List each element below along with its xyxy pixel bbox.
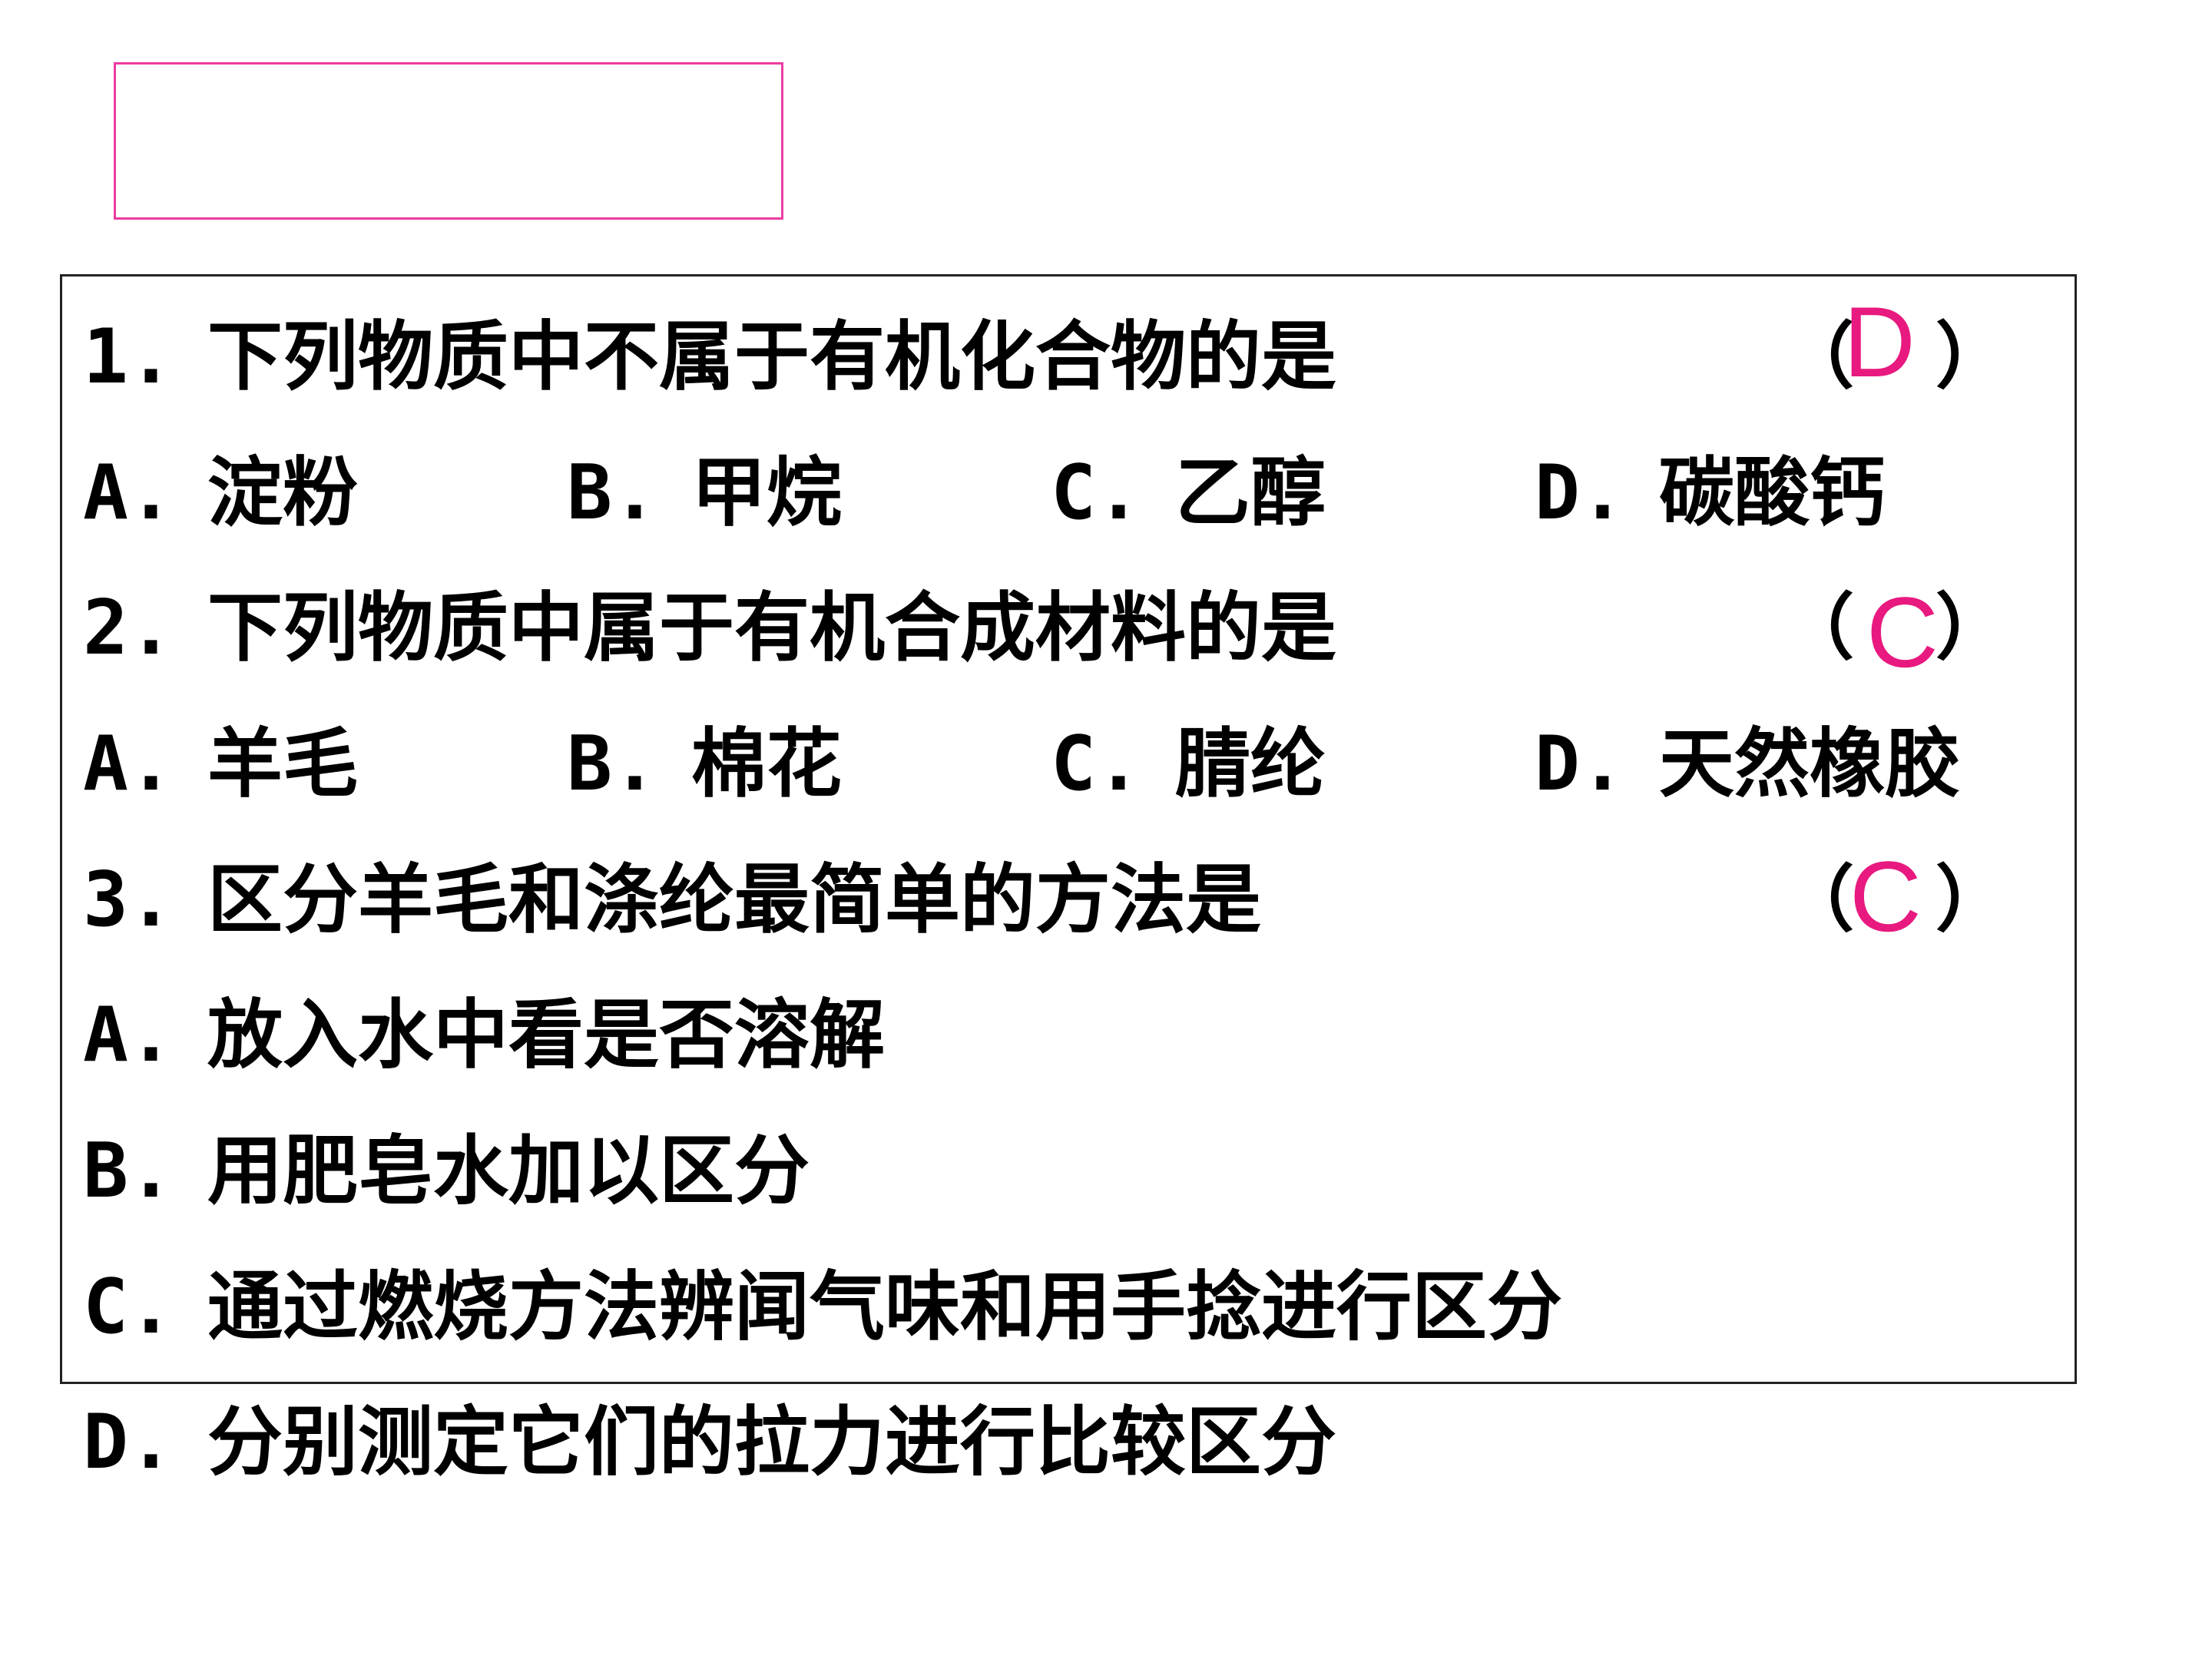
option-text: 通过燃烧方法辨闻气味和用手捻进行区分 <box>207 1263 1563 1351</box>
question-1-option-a: A. 淀粉 <box>83 443 358 543</box>
option-letter: A. <box>83 449 174 537</box>
question-3-paren-close: ） <box>1936 858 2008 942</box>
question-1-number: 1. <box>83 313 174 401</box>
option-text: 羊毛 <box>207 720 359 808</box>
question-2-option-c: C. 腈纶 <box>1051 714 1326 814</box>
question-2-text: 下列物质中属于有机合成材料的是 <box>207 584 1337 672</box>
question-3-paren-open: （ <box>1782 858 1855 942</box>
question-2-paren-open: （ <box>1782 586 1855 670</box>
question-2-options: A. 羊毛 B. 棉花 C. 腈纶 D. 天然橡胶 <box>83 714 2034 814</box>
question-3-option-d: D. 分别测定它们的拉力进行比较区分 <box>83 1392 1336 1492</box>
option-letter: D. <box>83 1399 174 1486</box>
option-letter: B. <box>567 720 658 808</box>
option-text: 腈纶 <box>1175 720 1326 808</box>
option-text: 棉花 <box>691 720 843 808</box>
question-3-stem: 3. 区分羊毛和涤纶最简单的方法是 <box>83 850 1261 950</box>
option-letter: B. <box>83 1128 174 1215</box>
question-2-answer: C <box>1866 576 1939 688</box>
option-letter: A. <box>83 720 174 808</box>
question-1-paren-open: （ <box>1782 315 1855 399</box>
option-letter: C. <box>1051 449 1142 537</box>
option-text: 淀粉 <box>207 449 359 537</box>
question-2-paren-close: ） <box>1936 586 2008 670</box>
question-1-options: A. 淀粉 B. 甲烷 C. 乙醇 D. 碳酸钙 <box>83 443 2034 543</box>
option-letter: A. <box>83 992 174 1079</box>
question-3-text: 区分羊毛和涤纶最简单的方法是 <box>207 856 1262 944</box>
option-text: 放入水中看是否溶解 <box>207 992 886 1079</box>
question-2-option-d: D. 天然橡胶 <box>1535 714 1960 814</box>
question-2-stem: 2. 下列物质中属于有机合成材料的是 <box>83 578 1336 678</box>
question-frame <box>60 274 2077 1384</box>
option-text: 碳酸钙 <box>1659 449 1886 537</box>
question-3-option-c: C. 通过燃烧方法辨闻气味和用手捻进行区分 <box>83 1257 1562 1357</box>
option-letter: D. <box>1535 720 1626 808</box>
option-text: 乙醇 <box>1175 449 1326 537</box>
question-1-paren-close: ） <box>1936 315 2008 399</box>
question-3-number: 3. <box>83 856 174 944</box>
question-2-option-b: B. 棉花 <box>567 714 842 814</box>
option-text: 分别测定它们的拉力进行比较区分 <box>207 1399 1337 1486</box>
option-letter: D. <box>1535 449 1626 537</box>
question-2-option-a: A. 羊毛 <box>83 714 358 814</box>
option-letter: C. <box>1051 720 1142 808</box>
question-1-stem: 1. 下列物质中不属于有机化合物的是 <box>83 307 1336 407</box>
option-text: 天然橡胶 <box>1659 720 1961 808</box>
option-letter: C. <box>83 1263 174 1351</box>
question-1-answer: D <box>1843 286 1916 398</box>
option-letter: B. <box>567 449 658 537</box>
question-3-option-a: A. 放入水中看是否溶解 <box>83 985 885 1085</box>
question-3-answer: C <box>1849 840 1922 952</box>
question-3-option-b: B. 用肥皂水加以区分 <box>83 1121 810 1221</box>
question-1-option-d: D. 碳酸钙 <box>1535 443 1885 543</box>
question-1-text: 下列物质中不属于有机化合物的是 <box>207 313 1337 401</box>
question-1-option-c: C. 乙醇 <box>1051 443 1326 543</box>
option-text: 甲烷 <box>691 449 843 537</box>
option-text: 用肥皂水加以区分 <box>207 1128 810 1215</box>
question-2-number: 2. <box>83 584 174 672</box>
title-placeholder-box <box>114 62 783 220</box>
question-1-option-b: B. 甲烷 <box>567 443 842 543</box>
